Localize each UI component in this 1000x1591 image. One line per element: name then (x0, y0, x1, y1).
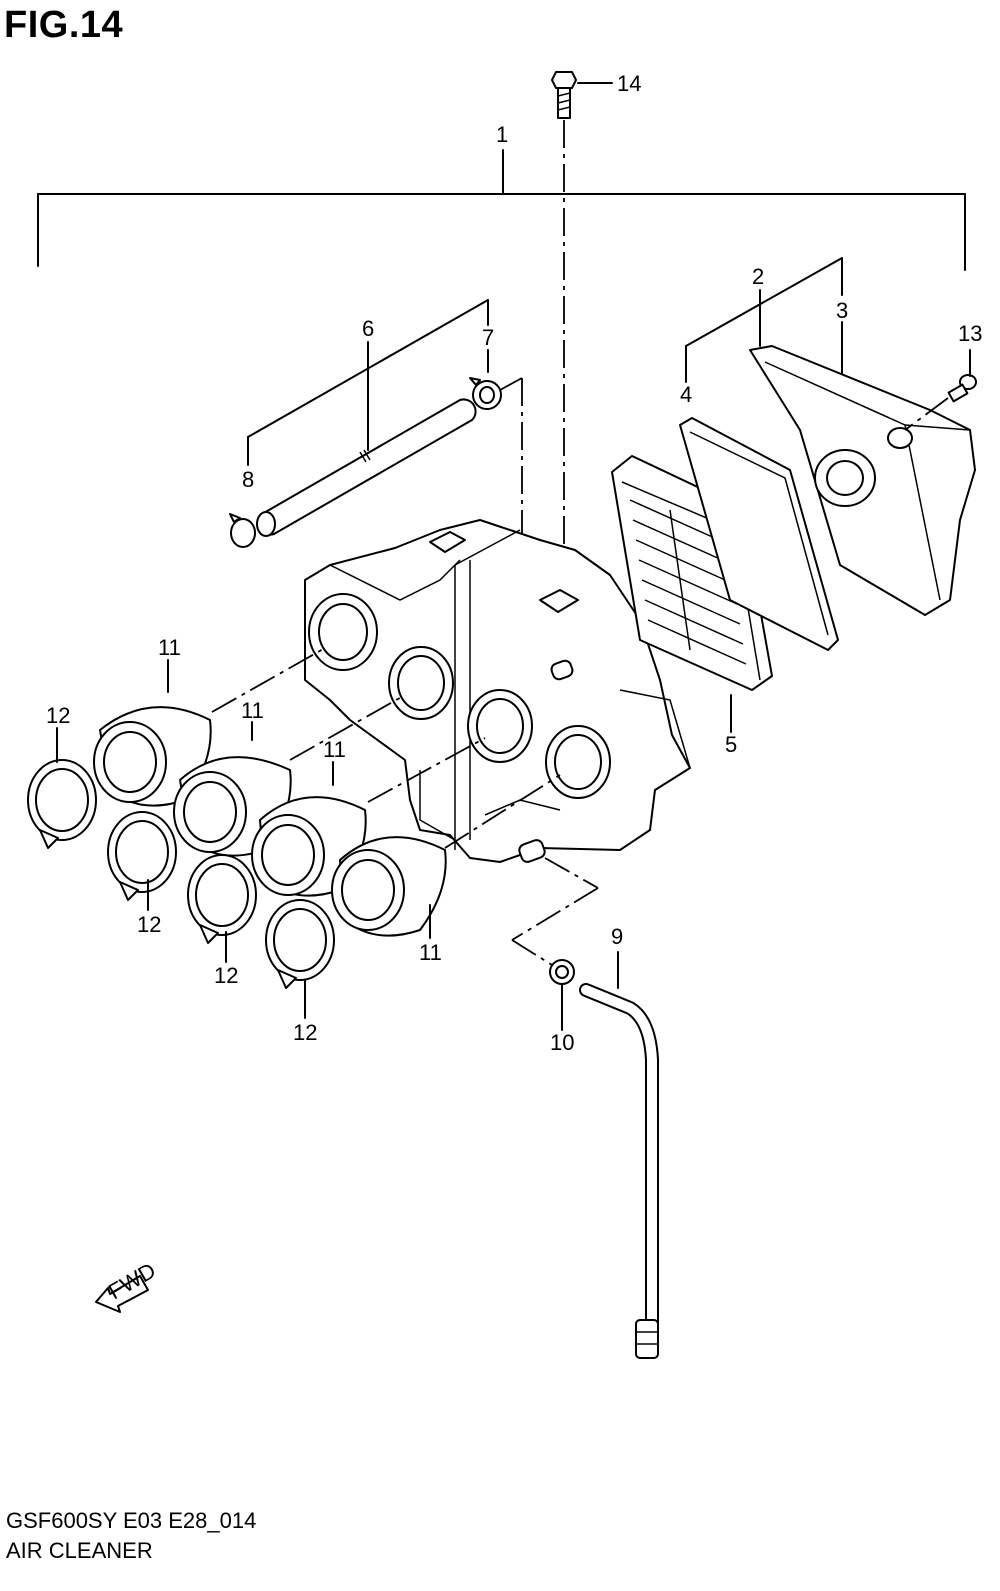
part-8-clamp (229, 513, 256, 548)
callout-14: 14 (617, 71, 641, 96)
part-7-clamp (469, 377, 502, 410)
figure-code: GSF600SY E03 E28_014 (6, 1508, 257, 1533)
callout-9: 9 (611, 924, 623, 949)
callout-8: 8 (242, 467, 254, 492)
bracket-6-7-8 (247, 299, 489, 466)
callout-5: 5 (725, 732, 737, 757)
callout-12-a: 12 (46, 703, 70, 728)
part-11-intake-pipes (93, 706, 447, 937)
part-9-drain-hose (579, 983, 659, 1359)
callout-11-b: 11 (241, 698, 264, 723)
part-6-breather-hose (256, 398, 477, 537)
callout-13: 13 (958, 321, 982, 346)
part-13-screw (947, 374, 977, 403)
part-4-seal (679, 417, 839, 651)
leaders-11-12 (56, 659, 431, 1019)
callout-7: 7 (482, 325, 494, 350)
callout-2: 2 (752, 264, 764, 289)
callout-6: 6 (362, 316, 374, 341)
intake-centerlines (211, 647, 561, 849)
assembly-bracket-1 (37, 149, 966, 271)
callout-12-d: 12 (293, 1020, 317, 1045)
clamp-7-line (499, 377, 523, 391)
callout-3: 3 (836, 298, 848, 323)
callout-labels: 1 2 3 4 5 6 7 8 9 10 11 11 11 11 12 12 1… (46, 71, 982, 1055)
part-14-bolt (551, 71, 577, 119)
figure-title: FIG.14 (4, 4, 124, 46)
figure-name: AIR CLEANER (6, 1538, 153, 1563)
callout-10: 10 (550, 1030, 574, 1055)
callout-12-b: 12 (137, 912, 161, 937)
callout-11-c: 11 (323, 737, 346, 762)
part-10-clamp (549, 959, 575, 985)
callout-1: 1 (496, 122, 508, 147)
part-12-clamps (27, 759, 335, 989)
callout-4: 4 (680, 382, 692, 407)
part-1-air-cleaner-case (304, 519, 691, 863)
callout-12-c: 12 (214, 963, 238, 988)
fwd-arrow-icon (95, 1275, 149, 1313)
leaders-9-10 (511, 857, 619, 1031)
callout-11-d: 11 (419, 940, 442, 965)
callout-11-a: 11 (158, 635, 181, 660)
part-3-inlet-duct (814, 449, 876, 507)
